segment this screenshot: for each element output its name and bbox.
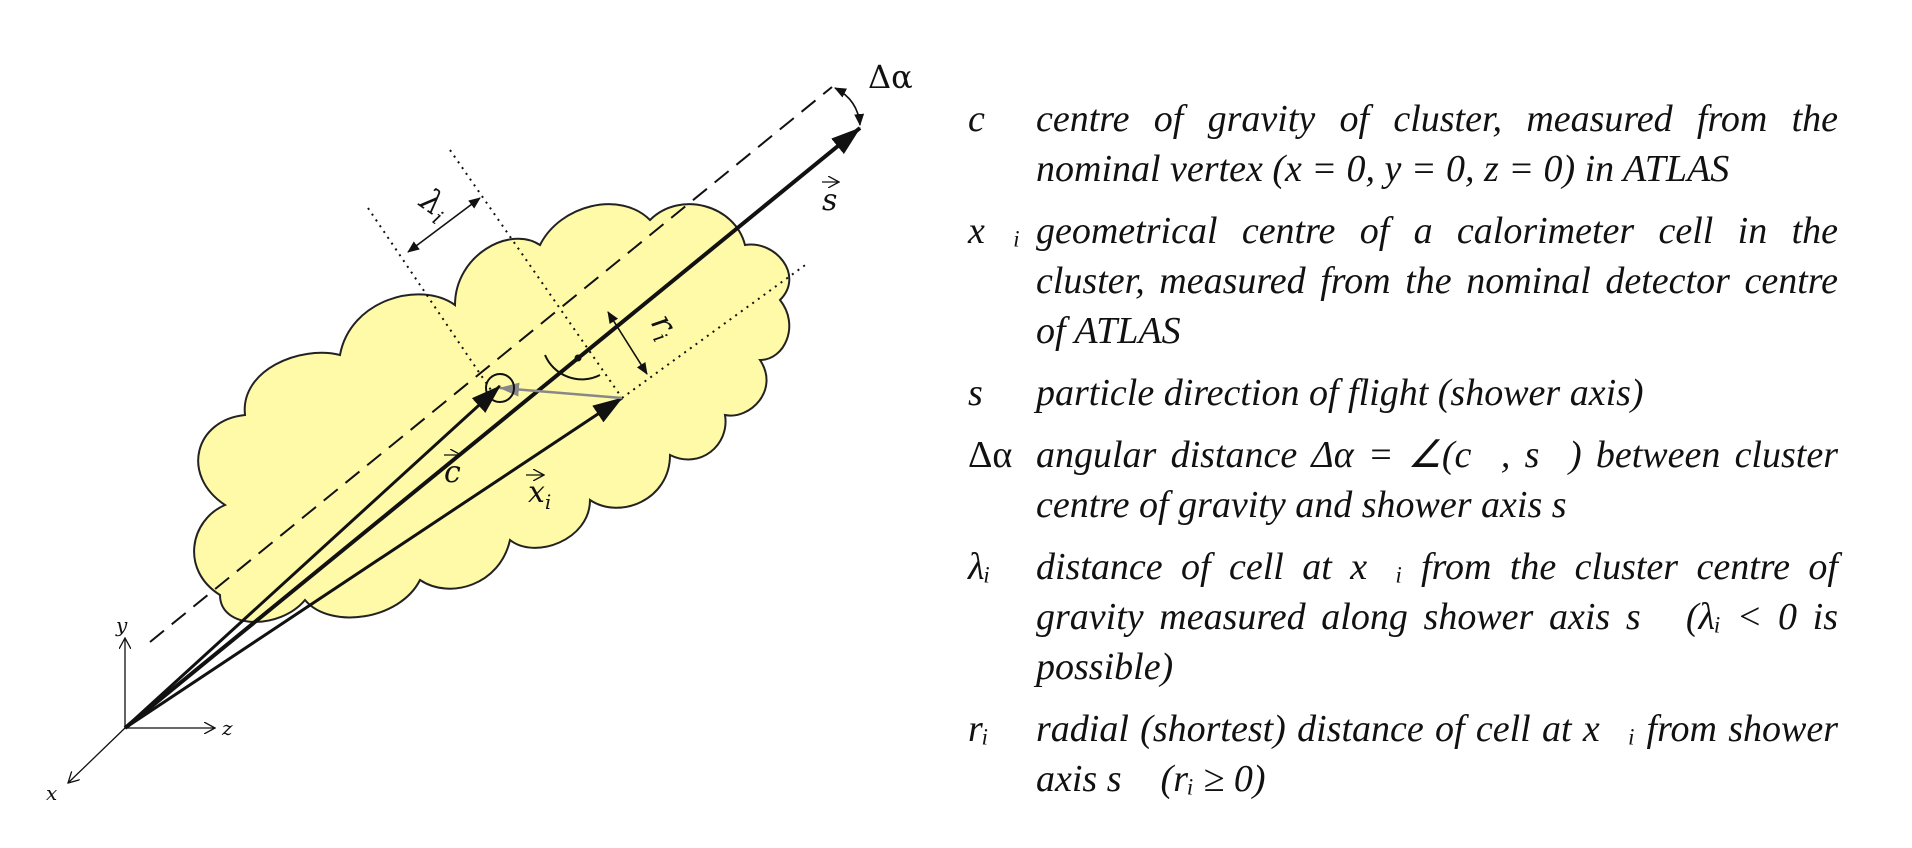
lambda-label: λi — [410, 179, 457, 229]
shower-axis-vector-s — [123, 126, 862, 730]
r-dimension-arrow — [607, 311, 648, 375]
legend-symbol: x⃗ᵢ — [968, 210, 1021, 252]
legend-entry-s: s⃗ particle direction of flight (shower … — [968, 368, 1838, 418]
legend-description: particle direction of flight (shower axi… — [1036, 372, 1644, 414]
legend-description: distance of cell at x⃗ᵢ from the cluster… — [1036, 546, 1838, 688]
delta-alpha-label: Δα — [868, 58, 913, 96]
vector-c — [123, 384, 502, 730]
legend-symbol: rᵢ — [968, 708, 989, 750]
c-label: c — [444, 455, 461, 490]
legend-description: geometrical centre of a calorimeter cell… — [1036, 210, 1838, 352]
delta-alpha-arc — [834, 87, 865, 126]
cluster-shape — [193, 203, 791, 623]
legend-symbol: Δα — [968, 434, 1013, 476]
legend-entry-delta-alpha: Δα angular distance Δα = ∠(c⃗, s⃗) betwe… — [968, 430, 1838, 530]
z-axis-label: z — [221, 716, 233, 740]
symbol-legend: c⃗ centre of gravity of cluster, measure… — [968, 94, 1838, 816]
xi-label: xi — [528, 475, 551, 514]
right-angle-marker — [544, 354, 601, 381]
legend-description: centre of gravity of cluster, measured f… — [1036, 98, 1838, 190]
vector-label-c: c — [444, 455, 461, 490]
x-axis-line — [68, 727, 126, 783]
legend-entry-lambda: λᵢ distance of cell at x⃗ᵢ from the clus… — [968, 542, 1838, 692]
centre-of-gravity-marker — [485, 373, 515, 403]
legend-entry-c: c⃗ centre of gravity of cluster, measure… — [968, 94, 1838, 194]
legend-symbol: s⃗ — [968, 372, 1013, 414]
centre-direction-dashed-line — [149, 86, 833, 643]
vector-label-xi: xi — [526, 475, 551, 514]
lambda-ref-dotted-line-2 — [449, 149, 623, 399]
s-label: s — [822, 183, 837, 218]
lambda-dimension-arrow — [407, 197, 481, 253]
coordinate-axes: y z x — [46, 613, 233, 805]
vector-label-s: s — [822, 182, 839, 218]
cell-to-centre-vector — [499, 382, 623, 400]
legend-description: angular distance Δα = ∠(c⃗, s⃗) between … — [1036, 434, 1838, 526]
y-axis-label: y — [115, 613, 128, 637]
legend-entry-xi: x⃗ᵢ geometrical centre of a calorimeter … — [968, 206, 1838, 356]
legend-description: radial (shortest) distance of cell at x⃗… — [1036, 708, 1838, 800]
vector-xi — [124, 396, 623, 730]
legend-symbol: λᵢ — [968, 546, 991, 588]
legend-symbol: c⃗ — [968, 98, 1015, 140]
right-angle-dot — [574, 354, 582, 362]
legend-entry-r: rᵢ radial (shortest) distance of cell at… — [968, 704, 1838, 804]
x-axis-label: x — [46, 781, 57, 805]
